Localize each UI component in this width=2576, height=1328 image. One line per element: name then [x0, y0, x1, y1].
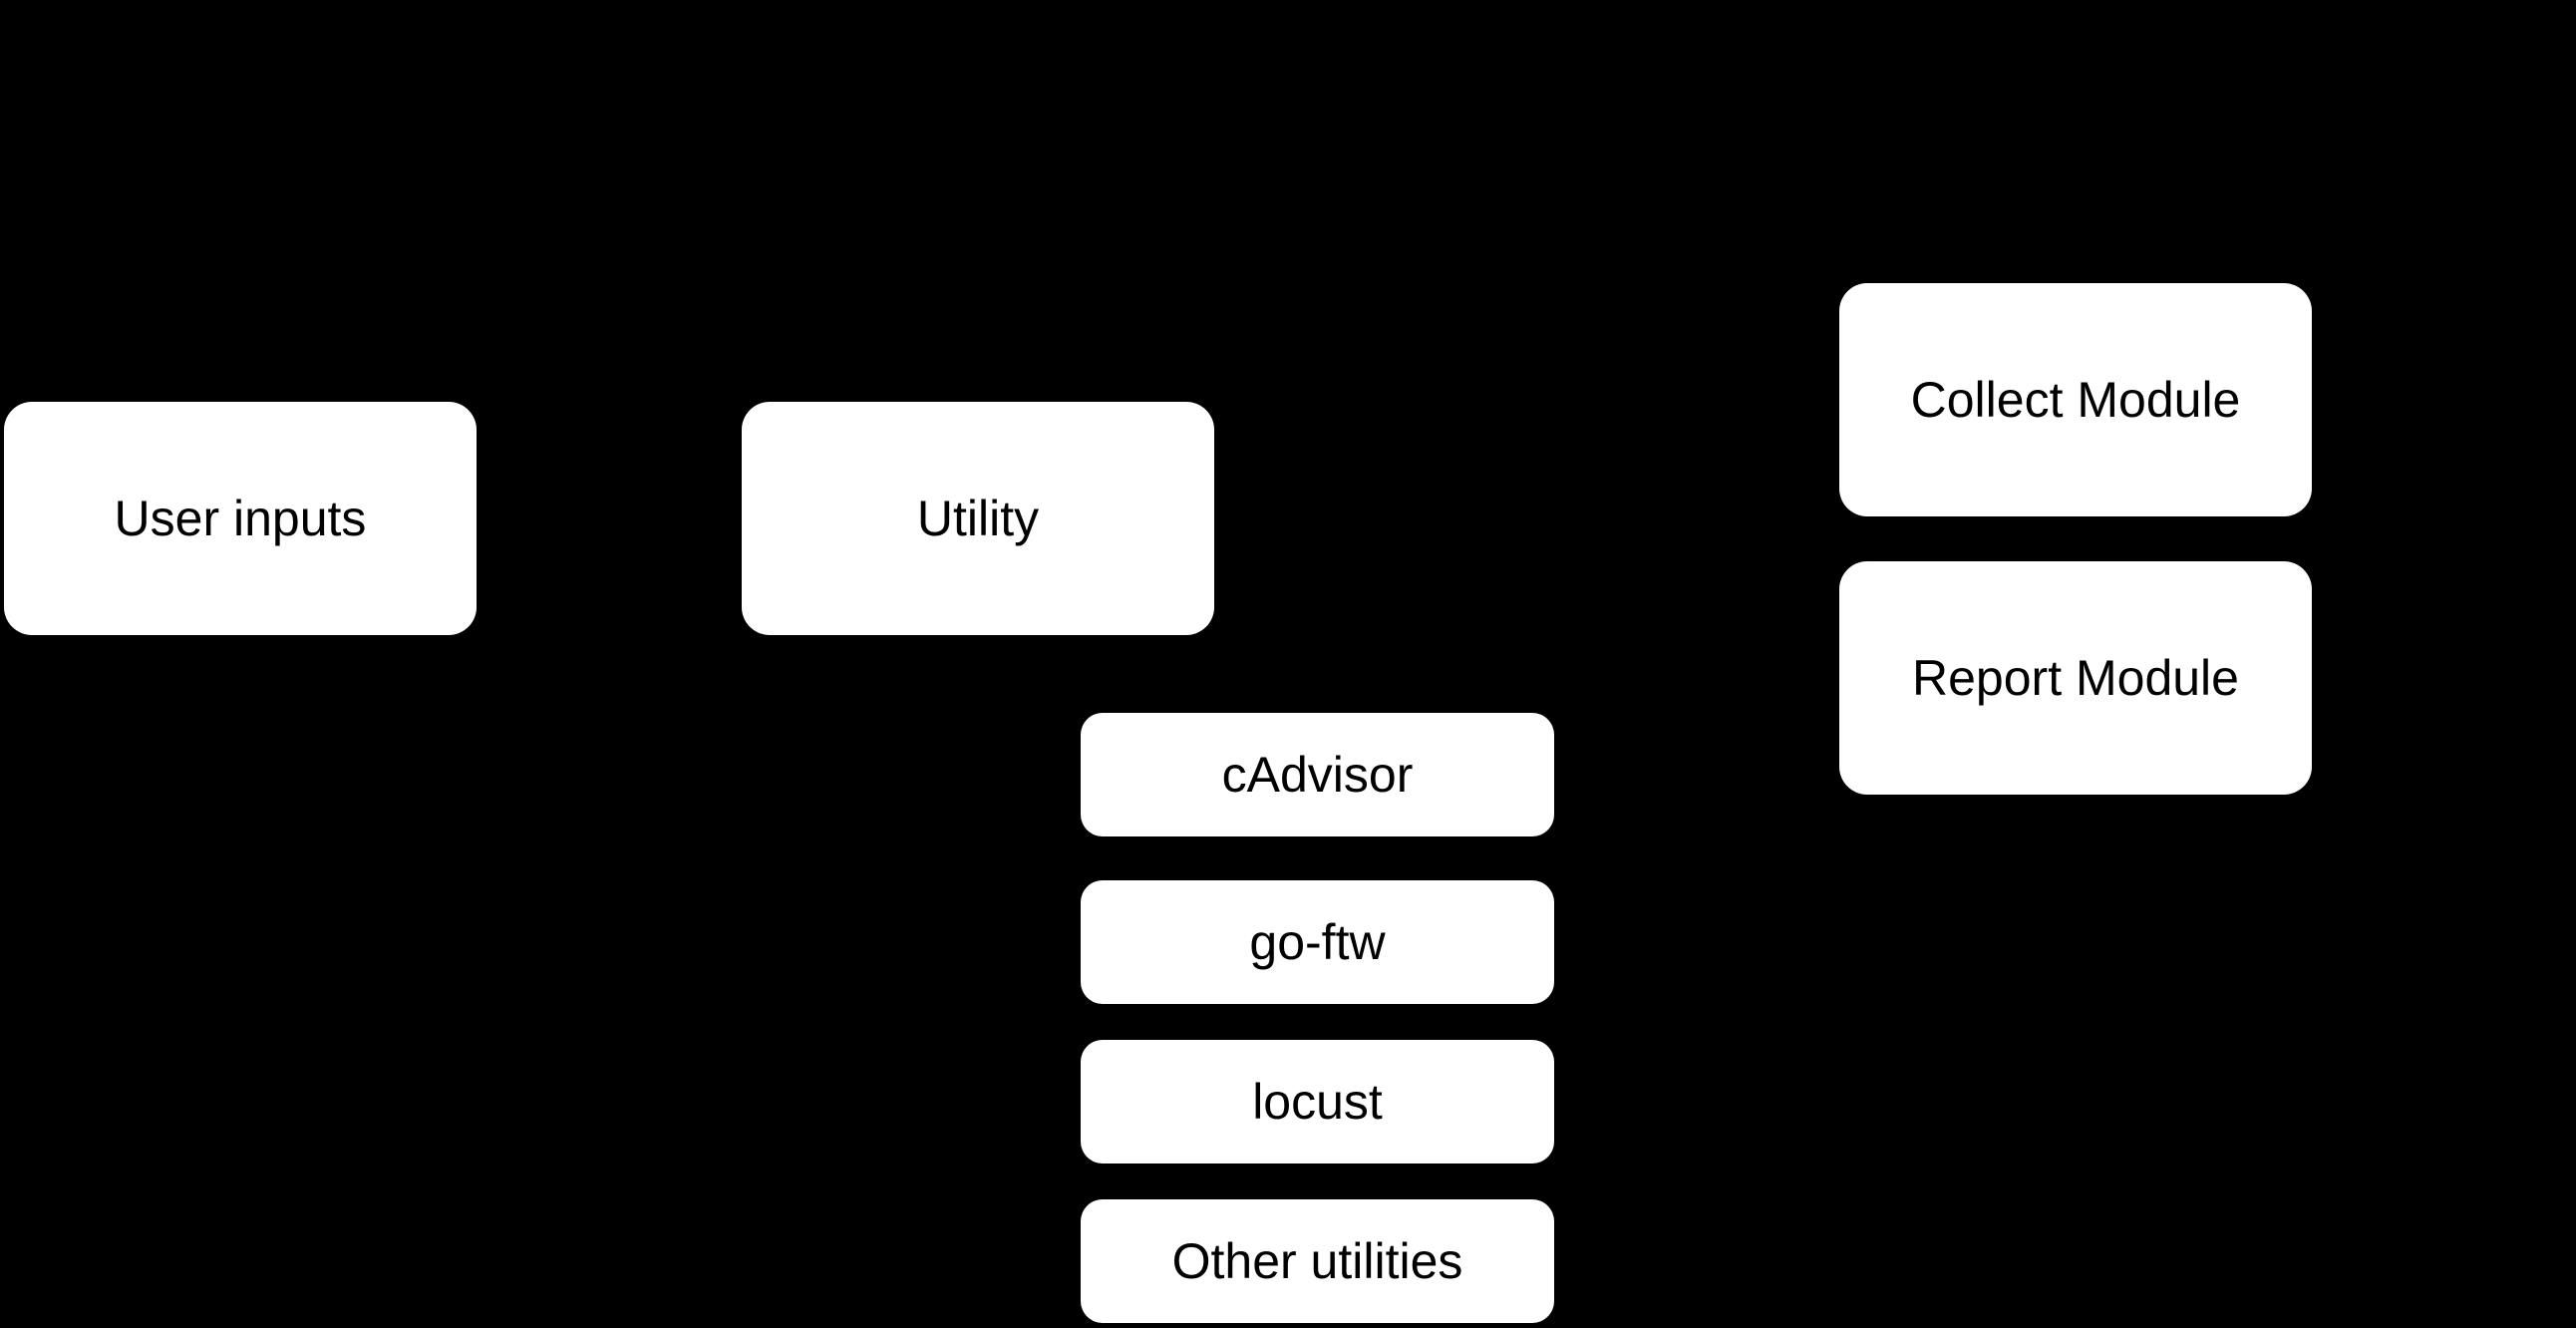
node-utility-label: Utility — [916, 491, 1040, 546]
node-report-module: Report Module — [1839, 561, 2312, 795]
node-user-inputs-label: User inputs — [114, 491, 367, 546]
node-report-module-label: Report Module — [1912, 650, 2239, 706]
node-other-utilities-label: Other utilities — [1171, 1233, 1463, 1289]
node-utility: Utility — [742, 402, 1214, 635]
node-go-ftw-label: go-ftw — [1249, 914, 1386, 970]
node-other-utilities: Other utilities — [1081, 1199, 1554, 1323]
node-user-inputs: User inputs — [4, 402, 477, 635]
node-go-ftw: go-ftw — [1081, 880, 1554, 1004]
node-cadvisor-label: cAdvisor — [1221, 747, 1414, 803]
node-locust: locust — [1081, 1040, 1554, 1163]
node-cadvisor: cAdvisor — [1081, 713, 1554, 836]
node-locust-label: locust — [1252, 1074, 1383, 1130]
node-collect-module-label: Collect Module — [1910, 372, 2241, 428]
node-collect-module: Collect Module — [1839, 283, 2312, 516]
